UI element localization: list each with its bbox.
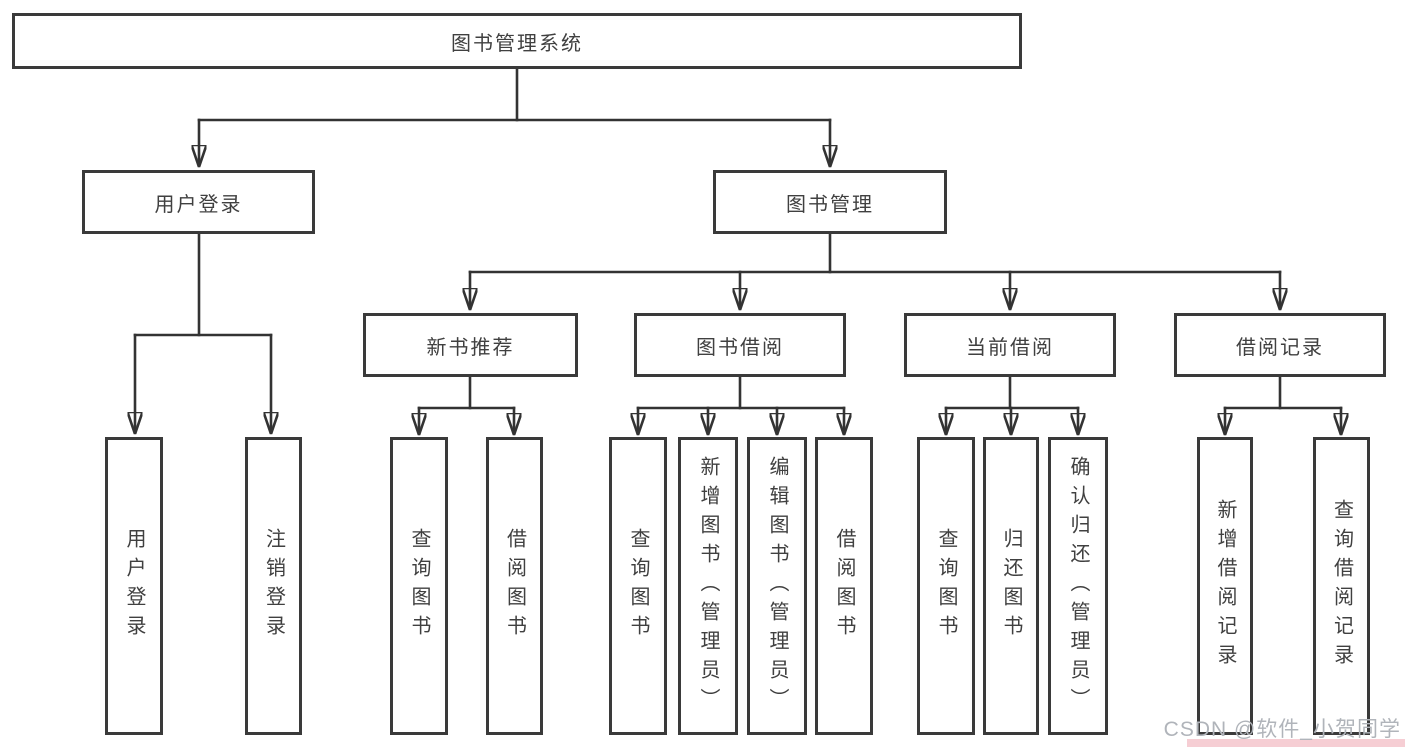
node-book-management: 图书管理 — [713, 170, 947, 234]
leaf-add-books-admin: 新增图书（管理员） — [678, 437, 738, 735]
node-label: 图书管理 — [786, 193, 874, 216]
leaf-return-books: 归还图书 — [983, 437, 1039, 735]
node-label: 新书推荐 — [426, 336, 515, 359]
node-borrowing-records: 借阅记录 — [1174, 313, 1386, 377]
leaf-logout: 注销登录 — [245, 437, 302, 735]
node-book-borrowing: 图书借阅 — [634, 313, 846, 377]
leaf-confirm-return-admin: 确认归还（管理员） — [1048, 437, 1108, 735]
node-label: 当前借阅 — [966, 336, 1054, 359]
watermark-text: CSDN @软件_小贺同学 — [1163, 718, 1401, 741]
leaf-label: 查询图书 — [408, 528, 430, 644]
leaf-label: 新增借阅记录 — [1214, 499, 1236, 673]
leaf-add-borrowing-record: 新增借阅记录 — [1197, 437, 1253, 735]
node-label: 图书管理系统 — [451, 32, 583, 55]
leaf-label: 借阅图书 — [833, 528, 855, 644]
leaf-user-login: 用户登录 — [105, 437, 163, 735]
node-label: 用户登录 — [154, 193, 243, 216]
leaf-label: 编辑图书（管理员） — [766, 455, 788, 717]
leaf-label: 借阅图书 — [503, 528, 526, 644]
node-current-borrowing: 当前借阅 — [904, 313, 1116, 377]
leaf-label: 新增图书（管理员） — [697, 455, 719, 717]
leaf-label: 注销登录 — [262, 528, 285, 644]
leaf-query-borrowing-record: 查询借阅记录 — [1313, 437, 1370, 735]
node-label: 图书借阅 — [696, 336, 784, 359]
leaf-label: 查询借阅记录 — [1330, 499, 1353, 673]
leaf-query-books-borrowing: 查询图书 — [609, 437, 667, 735]
leaf-label: 用户登录 — [123, 528, 145, 644]
node-user-login: 用户登录 — [82, 170, 315, 234]
node-new-book-recommendation: 新书推荐 — [363, 313, 578, 377]
leaf-label: 查询图书 — [935, 528, 957, 644]
leaf-query-books-recommend: 查询图书 — [390, 437, 448, 735]
leaf-edit-books-admin: 编辑图书（管理员） — [747, 437, 807, 735]
leaf-label: 确认归还（管理员） — [1067, 455, 1089, 717]
node-label: 借阅记录 — [1236, 336, 1324, 359]
leaf-query-books-current: 查询图书 — [917, 437, 975, 735]
leaf-label: 查询图书 — [627, 528, 649, 644]
node-library-management-system: 图书管理系统 — [12, 13, 1022, 69]
leaf-borrow-books-recommend: 借阅图书 — [486, 437, 543, 735]
leaf-label: 归还图书 — [1000, 528, 1022, 644]
watermark-band — [1187, 739, 1405, 747]
leaf-borrow-books: 借阅图书 — [815, 437, 873, 735]
